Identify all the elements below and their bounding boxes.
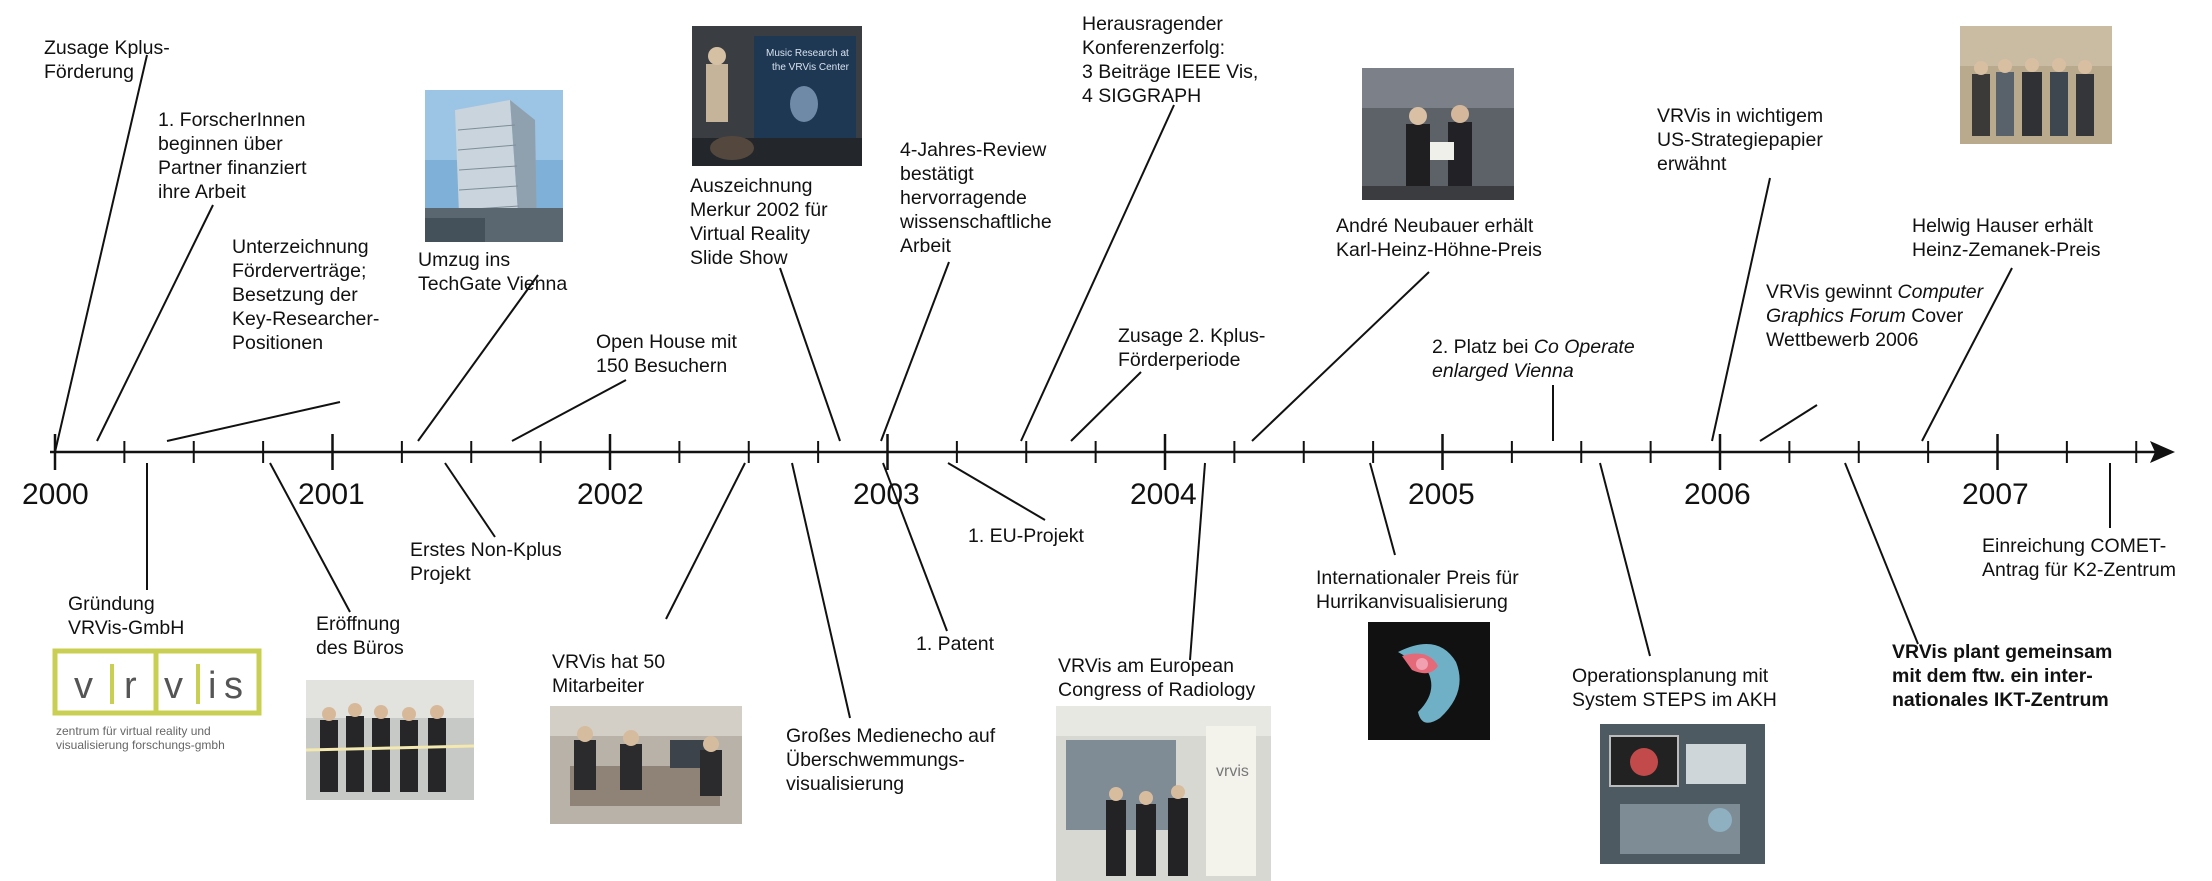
photo-steps [1600,724,1765,864]
leader-kplus [54,54,148,453]
photo-hauser [1960,26,2112,144]
leader-uspapier [1711,177,1771,442]
leader-cgf [1759,404,1818,442]
leader-lines [54,54,2111,719]
year-label: 2005 [1408,478,1475,511]
ribbon-cutting-photo-icon [306,680,474,800]
year-label: 2003 [853,478,920,511]
year-label: 2000 [22,478,89,511]
presentation-photo-icon: Music Research at the VRVis Center [692,26,862,166]
svg-text:i: i [208,665,216,707]
svg-text:v: v [164,665,183,707]
leader-forscher [96,204,214,442]
photo-hurrikan [1368,622,1490,740]
year-label: 2002 [577,478,644,511]
group-photo-icon [1960,26,2112,144]
leader-unterz [166,401,341,442]
building-photo-icon [425,90,563,242]
leader-review [880,261,950,442]
leader-neubauer [1251,271,1430,442]
leader-openhouse [511,379,627,442]
logo-tagline-1: zentrum für virtual reality und [56,724,211,738]
year-label: 2007 [1962,478,2029,511]
leader-hurrikan [1369,462,1396,556]
booth-photo-icon: vrvis [1056,706,1271,881]
event-cooperate-label: 2. Platz bei Co Operate enlarged Vienna [1432,336,1635,382]
svg-text:v: v [74,665,93,707]
year-label: 2006 [1684,478,1751,511]
photo-buero [306,680,474,800]
leader-radiology [1189,462,1206,661]
leader-eroeffnung [269,462,351,613]
svg-text:vrvis: vrvis [1216,763,1249,780]
photo-mitarbeiter [550,706,742,824]
leader-patent [882,462,948,632]
vrvis-logo: v r v i s zentrum für virtual reality un… [52,648,262,753]
leader-nonkplus [444,462,496,538]
event-cgf-label: VRVis gewinnt Computer Graphics Forum Co… [1766,281,1984,351]
event-euprojekt-label: 1. EU-Projekt [968,525,1084,547]
photo-neubauer [1362,68,1514,200]
leader-konferenz [1020,104,1175,442]
vrvis-logo-mark: v r v i s [52,648,262,716]
leader-hauser [1921,267,2013,442]
logo-tagline-2: visualisierung forschungs-gmbh [56,738,225,752]
staff-photo-icon [550,706,742,824]
leader-medienecho [791,462,851,719]
axis-arrowhead [2150,441,2175,463]
award-photo-icon [1362,68,1514,200]
leader-ikt [1844,462,1919,645]
svg-text:Music Research at: Music Research at [766,48,849,59]
leader-umzug [417,274,539,442]
photo-radiology: vrvis [1056,706,1271,881]
year-label: 2004 [1130,478,1197,511]
leader-mitarbeiter [665,462,746,620]
leader-steps [1599,462,1651,657]
event-comet-label: Einreichung COMET-Antrag für K2-Zentrum [1982,535,2176,581]
svg-text:r: r [124,665,137,707]
event-kplus-label: Zusage Kplus-Förderung [44,37,170,83]
leader-merkur [779,267,841,442]
photo-merkur: Music Research at the VRVis Center [692,26,862,166]
hurricane-photo-icon [1368,622,1490,740]
svg-text:the VRVis Center: the VRVis Center [772,62,850,73]
svg-text:s: s [224,665,243,707]
leader-kplus2 [1070,371,1142,442]
surgery-photo-icon [1600,724,1765,864]
leader-euprojekt [947,462,1046,521]
year-label: 2001 [298,478,365,511]
event-patent-label: 1. Patent [916,633,995,655]
event-kplus2-label: Zusage 2. Kplus-Förderperiode [1118,325,1266,371]
photo-techgate [425,90,563,242]
